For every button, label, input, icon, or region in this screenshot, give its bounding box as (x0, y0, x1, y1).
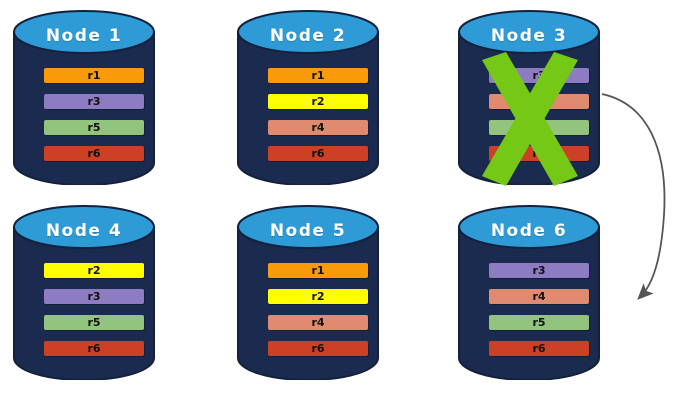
record-bar[interactable]: r5 (489, 120, 589, 135)
record-label: r4 (532, 95, 546, 108)
record-list: r2 r3 r5 r6 (44, 263, 144, 367)
record-label: r6 (87, 147, 101, 160)
record-list: r1 r2 r4 r6 (268, 68, 368, 172)
cylinder-top-ellipse (13, 10, 155, 54)
record-bar[interactable]: r6 (489, 146, 589, 161)
record-label: r3 (532, 69, 546, 82)
record-bar[interactable]: r2 (44, 263, 144, 278)
record-bar[interactable]: r3 (489, 68, 589, 83)
record-label: r3 (87, 95, 101, 108)
record-label: r6 (311, 342, 325, 355)
record-label: r5 (87, 316, 101, 329)
record-label: r2 (311, 290, 325, 303)
record-bar[interactable]: r3 (489, 263, 589, 278)
record-bar[interactable]: r1 (44, 68, 144, 83)
record-label: r6 (311, 147, 325, 160)
record-label: r5 (532, 121, 546, 134)
record-label: r3 (87, 290, 101, 303)
record-bar[interactable]: r6 (489, 341, 589, 356)
record-list: r1 r2 r4 r6 (268, 263, 368, 367)
record-label: r6 (532, 342, 546, 355)
record-bar[interactable]: r4 (268, 315, 368, 330)
record-bar[interactable]: r4 (489, 94, 589, 109)
record-label: r6 (87, 342, 101, 355)
record-label: r1 (311, 69, 325, 82)
record-bar[interactable]: r3 (44, 289, 144, 304)
record-label: r5 (87, 121, 101, 134)
record-label: r4 (311, 316, 325, 329)
record-bar[interactable]: r6 (268, 146, 368, 161)
cylinder-top-ellipse (458, 10, 600, 54)
record-bar[interactable]: r5 (44, 315, 144, 330)
record-bar[interactable]: r4 (268, 120, 368, 135)
cylinder-top-ellipse (237, 10, 379, 54)
record-label: r4 (532, 290, 546, 303)
record-label: r1 (87, 69, 101, 82)
record-label: r6 (532, 147, 546, 160)
record-label: r3 (532, 264, 546, 277)
record-bar[interactable]: r4 (489, 289, 589, 304)
record-label: r2 (87, 264, 101, 277)
record-bar[interactable]: r1 (268, 263, 368, 278)
record-bar[interactable]: r5 (489, 315, 589, 330)
record-bar[interactable]: r6 (268, 341, 368, 356)
record-list: r1 r3 r5 r6 (44, 68, 144, 172)
cylinder-top-ellipse (458, 205, 600, 249)
record-bar[interactable]: r3 (44, 94, 144, 109)
record-label: r5 (532, 316, 546, 329)
record-bar[interactable]: r2 (268, 289, 368, 304)
record-bar[interactable]: r1 (268, 68, 368, 83)
record-label: r2 (311, 95, 325, 108)
record-bar[interactable]: r6 (44, 146, 144, 161)
record-bar[interactable]: r2 (268, 94, 368, 109)
record-list: r3 r4 r5 r6 (489, 263, 589, 367)
record-label: r1 (311, 264, 325, 277)
record-bar[interactable]: r6 (44, 341, 144, 356)
record-label: r4 (311, 121, 325, 134)
record-bar[interactable]: r5 (44, 120, 144, 135)
cylinder-top-ellipse (237, 205, 379, 249)
cylinder-top-ellipse (13, 205, 155, 249)
record-list: r3 r4 r5 r6 (489, 68, 589, 172)
